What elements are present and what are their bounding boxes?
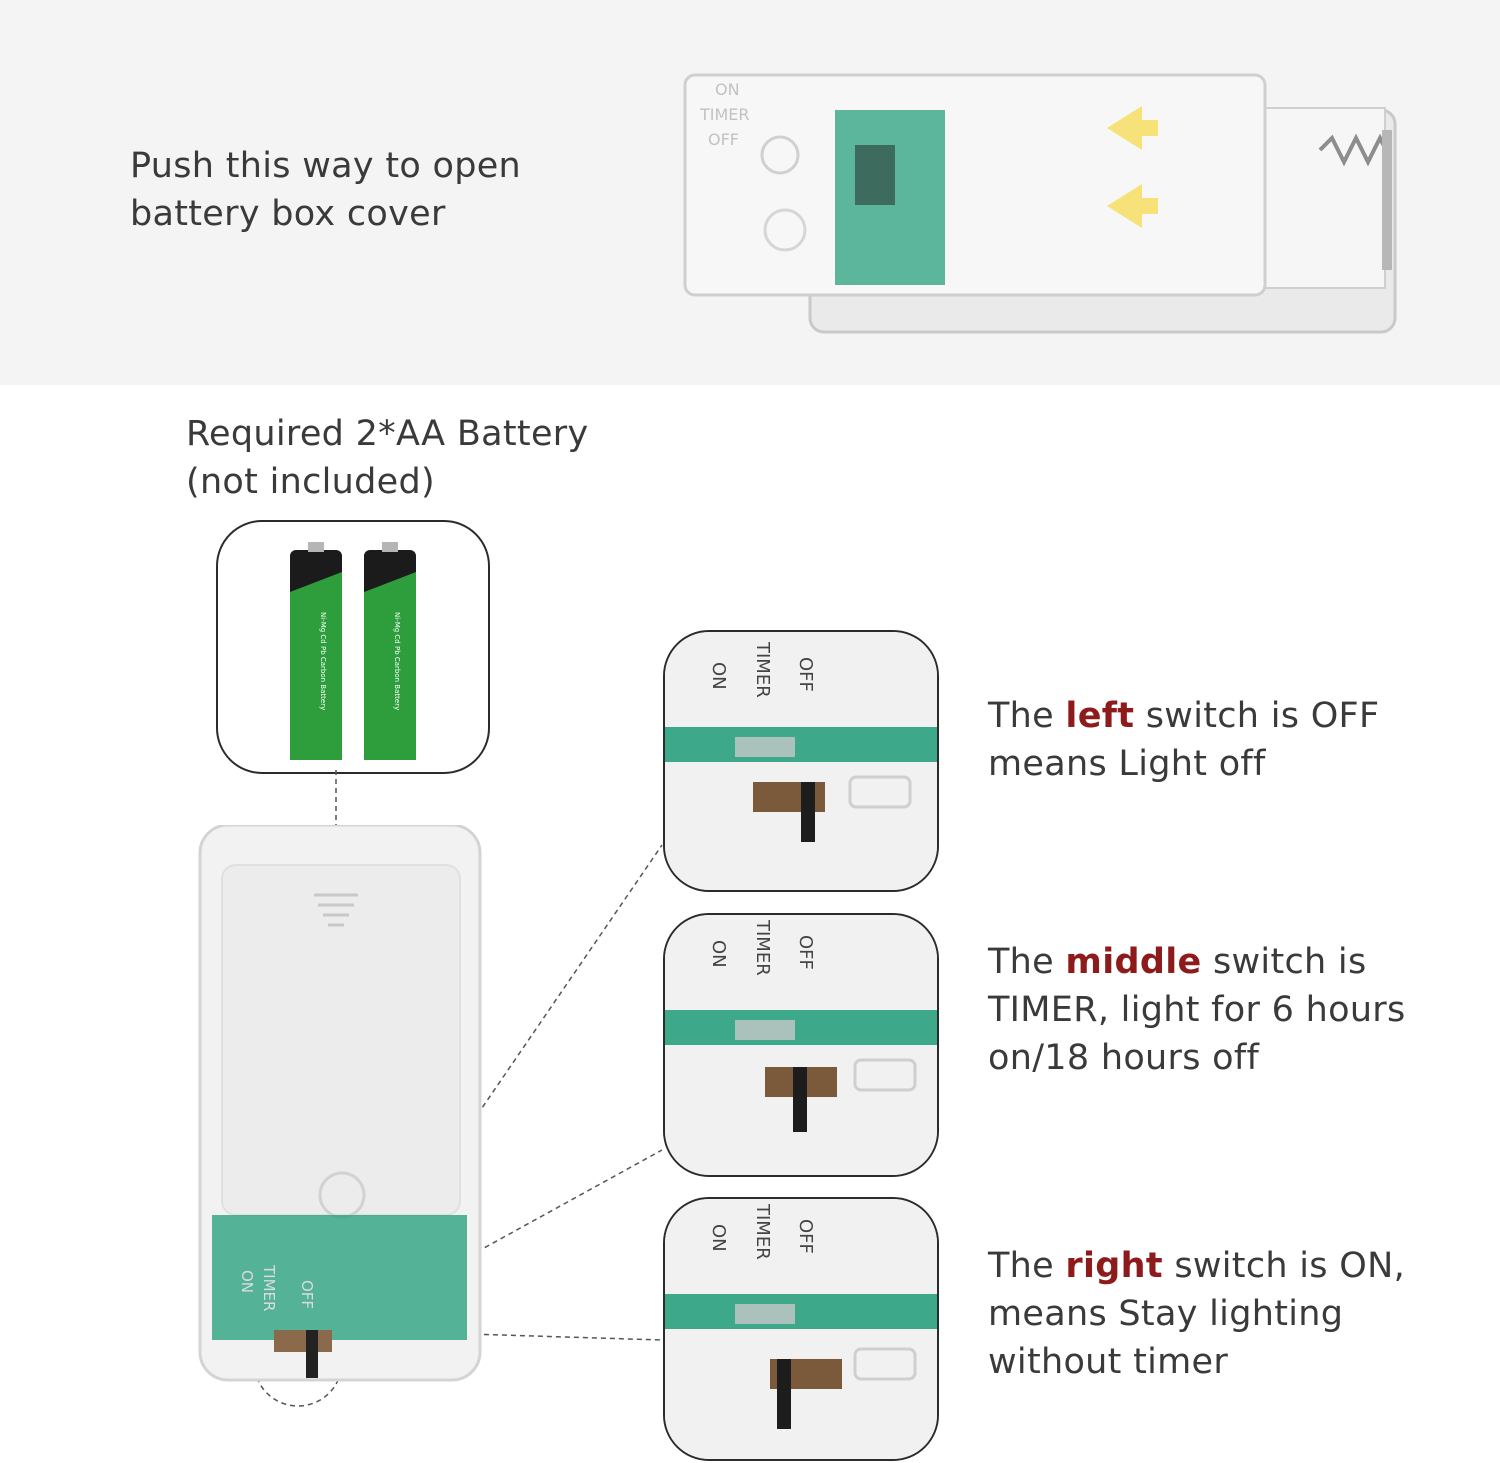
- battery-requirement-note: Required 2*AA Battery (not included): [186, 414, 589, 502]
- svg-text:OFF: OFF: [795, 935, 816, 970]
- state-description-middle: The middle switch is TIMER, light for 6 …: [988, 942, 1406, 1078]
- state-description-right: The right switch is ON, means Stay light…: [988, 1246, 1406, 1382]
- battery-box-open-illustration: ON TIMER OFF: [680, 70, 1410, 340]
- svg-text:Ni-Mg Cd Pb Carbon Battery: Ni-Mg Cd Pb Carbon Battery: [393, 612, 401, 710]
- open-instruction: Push this way to open battery box cover: [130, 146, 522, 234]
- state-description-left: The left switch is OFF means Light off: [988, 696, 1380, 784]
- switch-detail-middle-timer: ON TIMER OFF: [663, 913, 939, 1177]
- svg-text:OFF: OFF: [708, 130, 739, 149]
- svg-text:ON: ON: [715, 80, 740, 99]
- batteries-frame: Ni-Mg Cd Pb Carbon Battery Ni-Mg Cd Pb C…: [216, 520, 490, 774]
- svg-text:ON: ON: [708, 662, 729, 690]
- svg-text:ON: ON: [708, 1224, 729, 1252]
- svg-text:TIMER: TIMER: [752, 919, 773, 976]
- svg-text:ON: ON: [238, 1270, 256, 1293]
- svg-text:TIMER: TIMER: [752, 641, 773, 698]
- svg-text:Ni-Mg Cd Pb Carbon Battery: Ni-Mg Cd Pb Carbon Battery: [319, 612, 327, 710]
- svg-text:OFF: OFF: [795, 1219, 816, 1254]
- aa-battery-2: Ni-Mg Cd Pb Carbon Battery: [364, 542, 416, 760]
- svg-text:TIMER: TIMER: [699, 105, 750, 124]
- svg-text:OFF: OFF: [298, 1280, 316, 1309]
- svg-text:TIMER: TIMER: [752, 1203, 773, 1260]
- svg-text:OFF: OFF: [795, 657, 816, 692]
- aa-battery-1: Ni-Mg Cd Pb Carbon Battery: [290, 542, 342, 760]
- svg-text:TIMER: TIMER: [260, 1264, 278, 1311]
- switch-detail-left-off: ON TIMER OFF: [663, 630, 939, 892]
- battery-box-closed-illustration: ON TIMER OFF: [192, 825, 492, 1395]
- switch-detail-right-on: ON TIMER OFF: [663, 1197, 939, 1461]
- svg-text:ON: ON: [708, 940, 729, 968]
